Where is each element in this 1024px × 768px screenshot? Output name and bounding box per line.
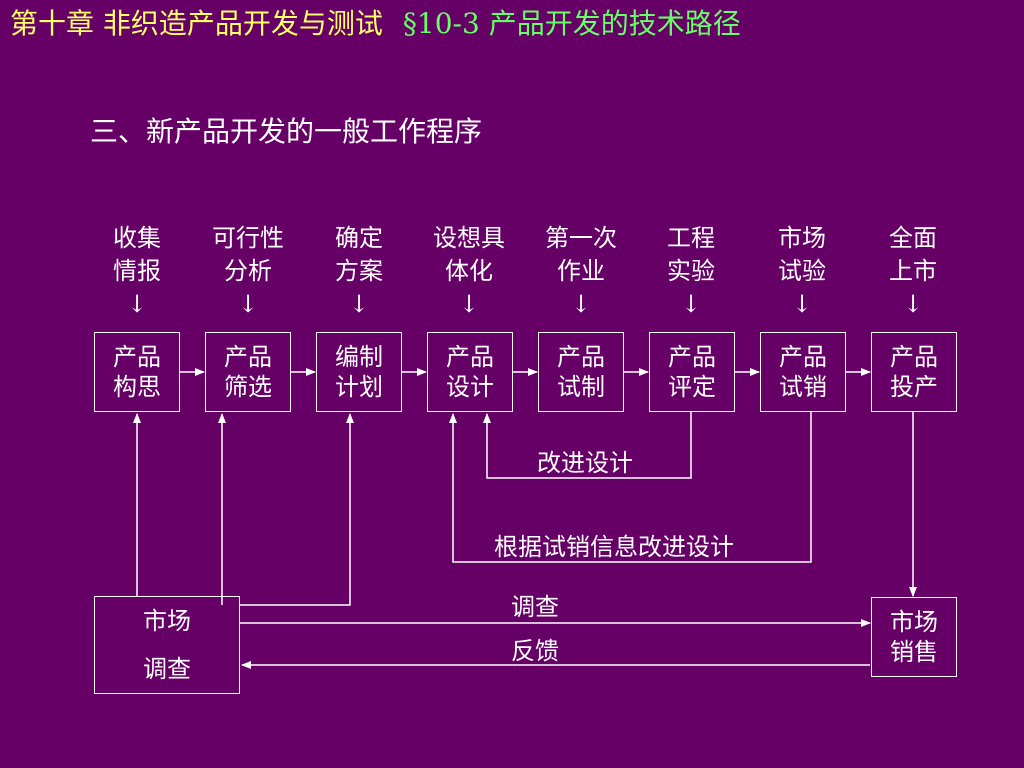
step-make-plan: 编制计划	[316, 332, 402, 412]
section-title: §10-3 产品开发的技术路径	[402, 7, 741, 40]
down-arrow-icon: ↓	[237, 290, 259, 318]
label-feedback: 反馈	[511, 637, 559, 665]
chapter-title: 第十章 非织造产品开发与测试	[10, 7, 383, 40]
down-arrow-icon: ↓	[458, 290, 480, 318]
stage-label-4: 设想具 体化 ↓	[414, 222, 524, 321]
loop-improve-from-trial	[449, 412, 812, 563]
step-product-screening: 产品筛选	[205, 332, 291, 412]
down-arrow-icon: ↓	[126, 290, 148, 318]
down-arrow-icon: ↓	[570, 290, 592, 318]
step-product-evaluation: 产品评定	[649, 332, 735, 412]
arrow-survey-to-plan	[240, 413, 354, 606]
stage-label-5: 第一次 作业 ↓	[526, 222, 636, 321]
market-sales-box: 市场销售	[871, 597, 957, 677]
label-improve-design: 改进设计	[537, 449, 633, 477]
label-improve-from-trial: 根据试销信息改进设计	[494, 533, 734, 561]
stage-label-8: 全面 上市 ↓	[858, 222, 968, 321]
stage-label-2: 可行性 分析 ↓	[193, 222, 303, 321]
label-survey: 调查	[511, 593, 559, 621]
stage-label-1: 收集 情报 ↓	[82, 222, 192, 321]
step-trial-production: 产品试制	[538, 332, 624, 412]
loop-improve-design	[483, 412, 692, 479]
step-product-design: 产品设计	[427, 332, 513, 412]
slide-subtitle: 三、新产品开发的一般工作程序	[90, 115, 483, 148]
step-trial-sales: 产品试销	[760, 332, 846, 412]
step-product-concept: 产品构思	[94, 332, 180, 412]
down-arrow-icon: ↓	[680, 290, 702, 318]
down-arrow-icon: ↓	[902, 290, 924, 318]
stage-label-3: 确定 方案 ↓	[304, 222, 414, 321]
market-survey-box: 市场调查	[94, 596, 240, 694]
stage-label-7: 市场 试验 ↓	[747, 222, 857, 321]
down-arrow-icon: ↓	[791, 290, 813, 318]
step-mass-production: 产品投产	[871, 332, 957, 412]
down-arrow-icon: ↓	[348, 290, 370, 318]
stage-label-6: 工程 实验 ↓	[636, 222, 746, 321]
slide-title: 第十章 非织造产品开发与测试 §10-3 产品开发的技术路径	[10, 6, 741, 42]
